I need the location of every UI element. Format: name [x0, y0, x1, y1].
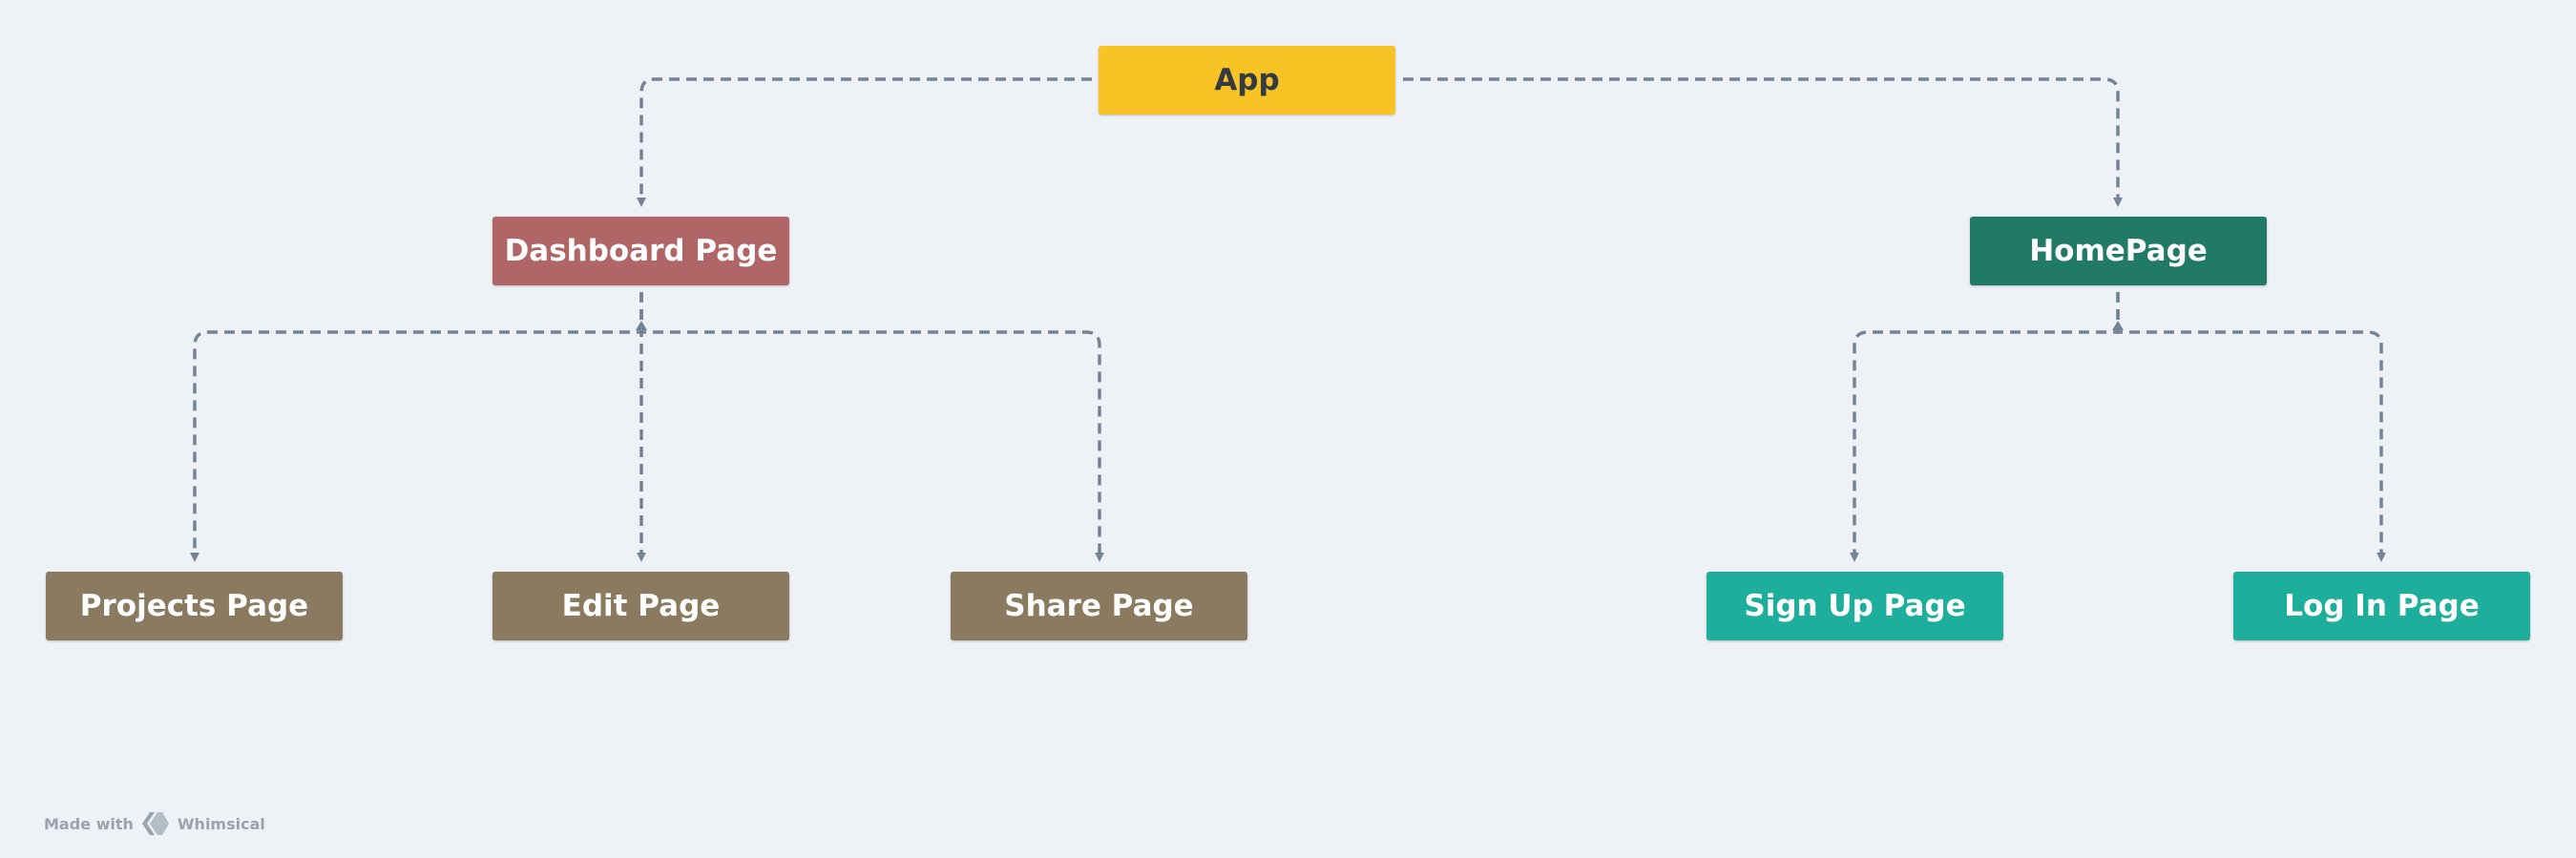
node-share-page-label: Share Page — [1004, 589, 1194, 623]
junction-marker-home — [2112, 321, 2124, 330]
made-with-whimsical-badge[interactable]: Made with Whimsical — [44, 811, 265, 836]
node-share-page[interactable]: Share Page — [951, 572, 1247, 640]
node-homepage-label: HomePage — [2029, 234, 2208, 268]
node-log-in-page-label: Log In Page — [2284, 589, 2480, 623]
edge-dashboard-share — [639, 292, 1104, 562]
node-edit-page-label: Edit Page — [561, 589, 721, 623]
whimsical-brand-label: Whimsical — [177, 814, 265, 833]
made-with-label: Made with — [44, 814, 134, 833]
node-log-in-page[interactable]: Log In Page — [2233, 572, 2530, 640]
junction-marker-dashboard — [636, 321, 647, 330]
node-dashboard-page[interactable]: Dashboard Page — [492, 217, 789, 285]
node-app-label: App — [1214, 63, 1280, 97]
node-projects-page[interactable]: Projects Page — [46, 572, 343, 640]
edge-app-dashboard — [637, 77, 1092, 207]
node-app[interactable]: App — [1099, 46, 1395, 115]
node-dashboard-page-label: Dashboard Page — [504, 234, 778, 268]
edge-app-home — [1403, 77, 2123, 207]
node-sign-up-page[interactable]: Sign Up Page — [1707, 572, 2003, 640]
edge-home-signup — [1850, 292, 2120, 562]
node-sign-up-page-label: Sign Up Page — [1744, 589, 1966, 623]
node-edit-page[interactable]: Edit Page — [492, 572, 789, 640]
edge-dashboard-projects — [190, 292, 643, 562]
node-homepage[interactable]: HomePage — [1970, 217, 2267, 285]
node-projects-page-label: Projects Page — [79, 589, 309, 623]
whimsical-logo-icon — [141, 812, 169, 835]
edge-home-login — [2116, 292, 2386, 562]
